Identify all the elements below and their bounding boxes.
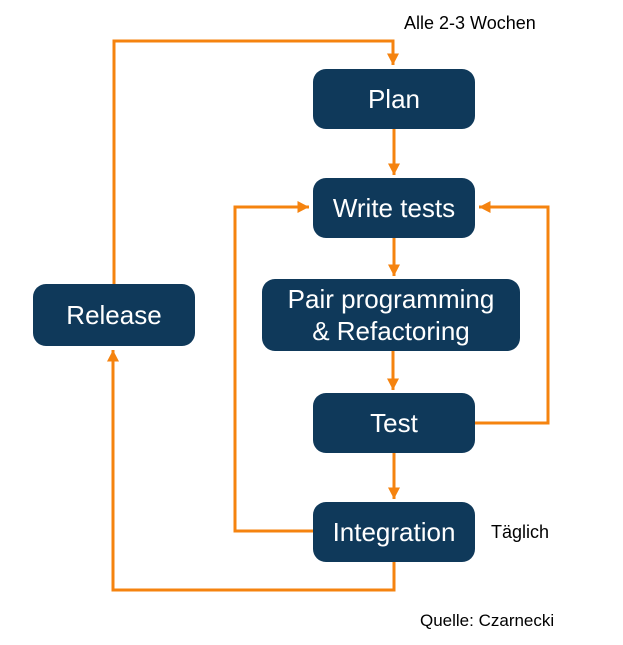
node-test: Test	[313, 393, 475, 453]
node-release: Release	[33, 284, 195, 346]
source-credit: Quelle: Czarnecki	[420, 611, 555, 630]
node-pair-programming-line2: & Refactoring	[312, 316, 470, 346]
arrow-test-to-write-tests	[475, 201, 550, 425]
node-integration: Integration	[313, 502, 475, 562]
node-write-tests: Write tests	[313, 178, 475, 238]
arrow-integration-to-write-tests	[233, 201, 313, 533]
node-pair-programming: Pair programming & Refactoring	[262, 279, 520, 351]
arrow-release-to-plan	[112, 39, 399, 284]
cycle-label-daily: Täglich	[491, 522, 550, 542]
node-plan: Plan	[313, 69, 475, 129]
node-pair-programming-line1: Pair programming	[287, 283, 495, 314]
arrow-integration-to-release	[107, 350, 396, 592]
node-pair-programming-label: Pair programming & Refactoring	[288, 283, 495, 348]
cycle-label-weeks: Alle 2-3 Wochen	[404, 13, 536, 33]
